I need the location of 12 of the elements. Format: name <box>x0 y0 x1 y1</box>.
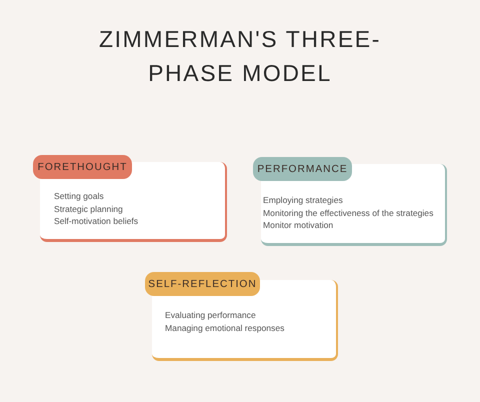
list-item: Employing strategies <box>263 195 343 206</box>
list-item: Monitoring the effectiveness of the strategies <box>263 208 434 218</box>
heading-pill: SELF-REFLECTION <box>145 272 260 296</box>
heading-pill: PERFORMANCE <box>253 157 352 181</box>
list-item: Self-motivation beliefs <box>54 216 138 227</box>
heading-pill: FORETHOUGHT <box>33 155 132 179</box>
list-item: Managing emotional responses <box>165 322 284 334</box>
list-item: Monitor motivation <box>263 220 334 231</box>
list-item: Evaluating performance <box>165 310 256 321</box>
list-item: Setting goals <box>54 191 104 202</box>
list-item: Strategic planning <box>54 204 123 214</box>
title: ZIMMERMAN'S THREE-PHASE MODEL <box>98 25 382 88</box>
